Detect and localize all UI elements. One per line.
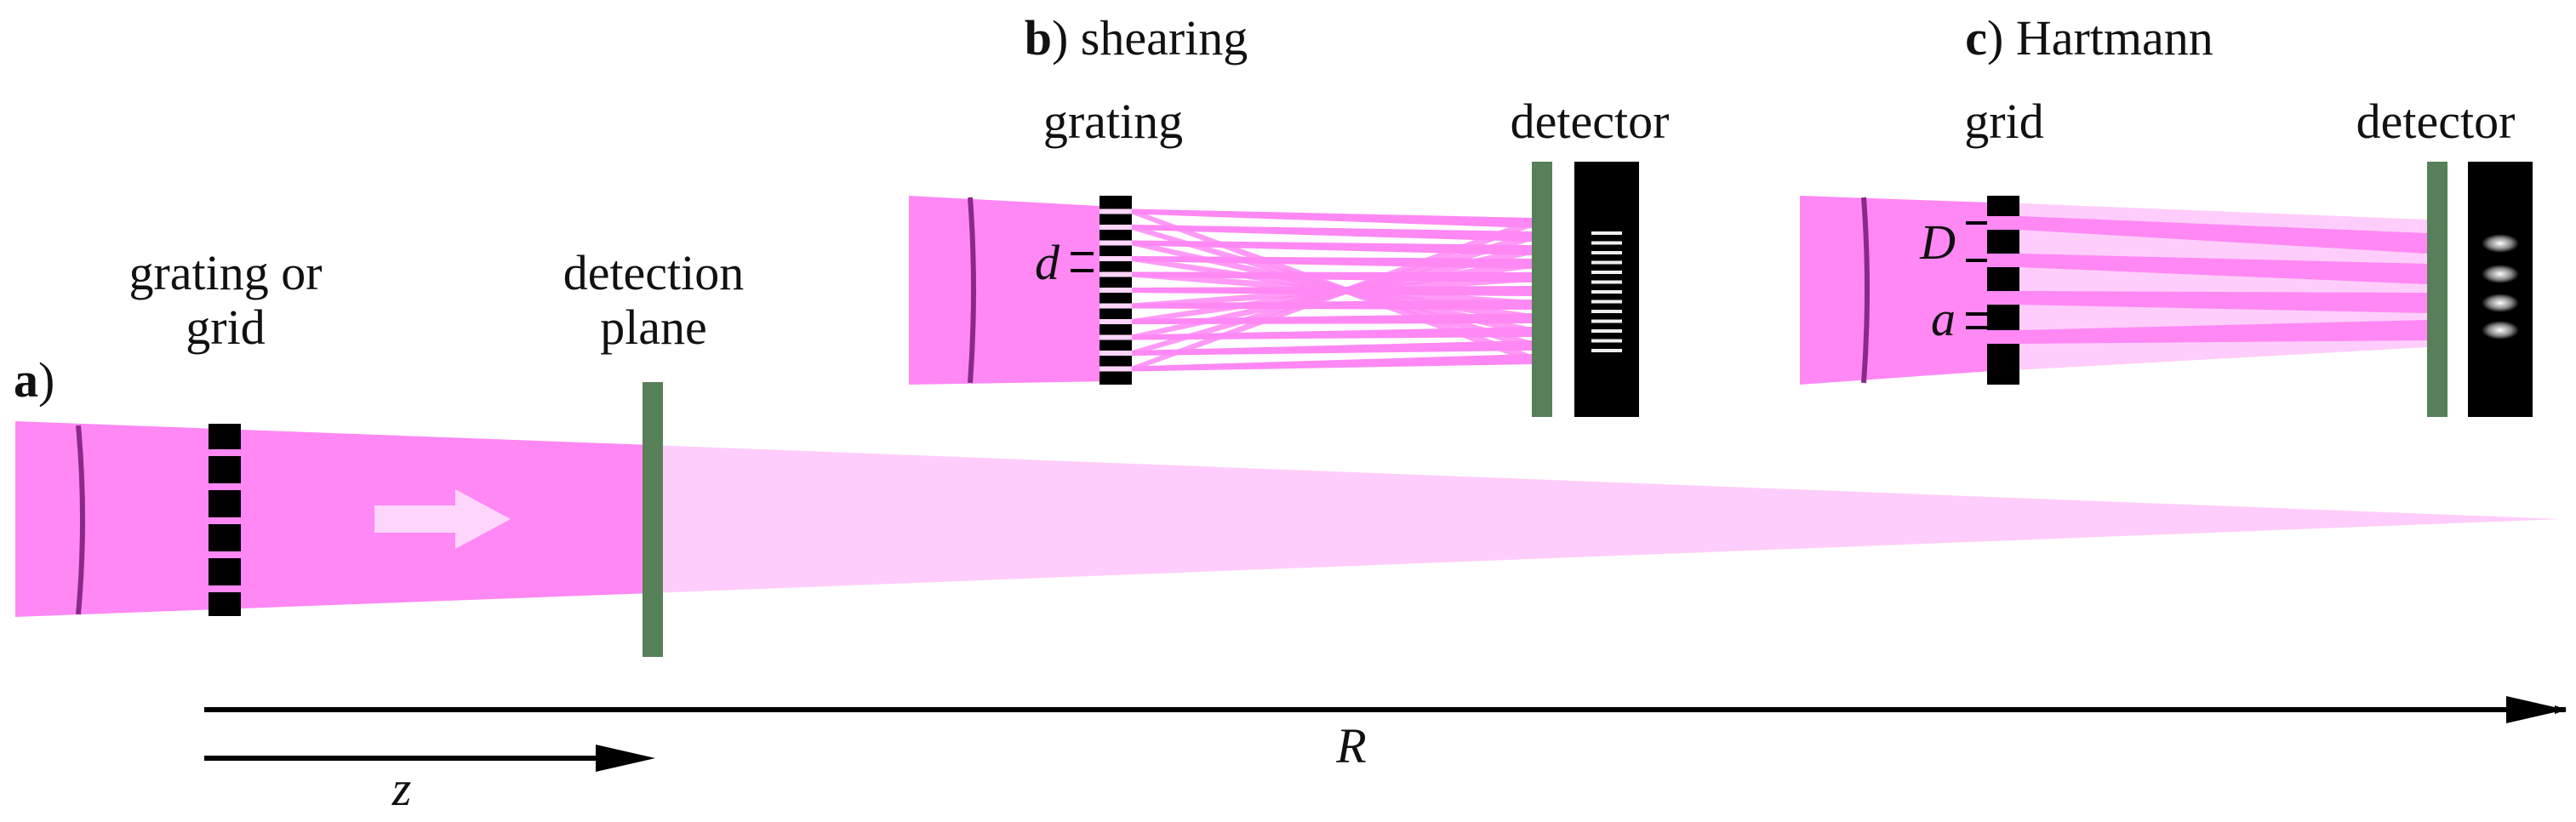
fringe-line — [1591, 251, 1622, 254]
grating-or-grid-label-1: grating or — [129, 245, 322, 300]
z-arrowhead — [596, 745, 655, 772]
diffracted-ray — [1132, 225, 1532, 242]
fringe-line — [1591, 290, 1622, 294]
detector-label-c: detector — [2356, 94, 2516, 149]
diffracted-ray — [1132, 354, 1532, 372]
detector-image-c — [2468, 162, 2533, 417]
fringe-line — [1591, 300, 1622, 304]
grating-b — [1100, 196, 1132, 385]
grating-b-slit — [1100, 208, 1132, 214]
detection-plane-label-2: plane — [600, 300, 707, 355]
detector-plate-c — [2427, 162, 2447, 417]
grid-c-hole — [1987, 291, 2019, 305]
grid-c-hole — [1987, 216, 2019, 230]
d-label: d — [1035, 235, 1060, 290]
grating-b-slit — [1100, 288, 1132, 293]
beam-c — [1800, 196, 1991, 385]
diffracted-ray — [1132, 327, 1532, 340]
beamlet — [2019, 291, 2427, 313]
grating-a-gap — [208, 483, 241, 490]
grating-b-slit — [1100, 319, 1132, 324]
focal-spot — [2482, 234, 2519, 253]
grating-b-slit — [1100, 351, 1132, 356]
fringe-line — [1591, 260, 1622, 265]
diffracted-ray — [1132, 240, 1532, 255]
focal-spot — [2482, 321, 2519, 340]
a-label: a — [1931, 291, 1956, 346]
grating-b-slit — [1100, 366, 1132, 372]
grid-label: grid — [1964, 94, 2043, 149]
beam-main — [15, 421, 651, 617]
beamlet — [2019, 216, 2427, 254]
diffracted-ray — [1132, 208, 1532, 228]
grating-b-slit — [1100, 256, 1132, 261]
detector-image-b — [1574, 162, 1639, 417]
R-arrowhead — [2506, 696, 2566, 723]
beam-b — [909, 196, 1115, 385]
diffracted-rays — [1132, 208, 1532, 372]
fringe-pattern — [1591, 231, 1622, 352]
fringe-line — [1591, 339, 1622, 343]
spot-pattern — [2482, 234, 2519, 340]
grating-label: grating — [1043, 94, 1183, 149]
focal-spot — [2482, 265, 2519, 283]
focal-spot — [2482, 294, 2519, 312]
grating-b-slit — [1100, 334, 1132, 340]
grating-or-grid-label-2: grid — [186, 300, 265, 355]
beam-far-field — [651, 445, 2562, 593]
panel-b: b) shearing grating detector d — [909, 10, 1669, 417]
fringe-line — [1591, 319, 1622, 323]
detector-label-b: detector — [1511, 94, 1670, 149]
grid-c-hole — [1987, 254, 2019, 267]
R-label: R — [1335, 718, 1366, 773]
D-label: D — [1919, 214, 1956, 270]
fringe-line — [1591, 280, 1622, 284]
panel-a-tag: a) — [14, 352, 54, 408]
panel-a: a) grating or grid detection plane R z — [14, 245, 2567, 816]
grating-a — [208, 424, 241, 616]
panel-c: c) Hartmann grid detector D a — [1800, 10, 2533, 417]
wavefront-arc-c — [1861, 197, 1870, 384]
fringe-line — [1591, 231, 1622, 235]
grid-c-hole — [1987, 330, 2019, 344]
panel-b-title: b) shearing — [1025, 10, 1248, 66]
grating-a-gap — [208, 585, 241, 592]
fringe-line — [1591, 271, 1622, 274]
detector-plate-b — [1532, 162, 1552, 417]
grating-b-slit — [1100, 303, 1132, 309]
grating-b-slit — [1100, 240, 1132, 246]
detection-plane — [643, 382, 663, 657]
beamlet — [2019, 254, 2427, 284]
fringe-line — [1591, 241, 1622, 245]
panel-c-title: c) Hartmann — [1965, 10, 2213, 66]
grating-a-gap — [208, 517, 241, 524]
diffracted-ray — [1132, 340, 1532, 356]
grid-c — [1987, 196, 2019, 385]
fringe-line — [1591, 349, 1622, 352]
diffracted-ray — [1132, 219, 1532, 372]
propagation-arrow — [374, 489, 511, 549]
detection-plane-label-1: detection — [563, 245, 745, 300]
grating-a-gap — [208, 551, 241, 558]
z-label: z — [391, 761, 412, 816]
wavefront-arc — [76, 425, 85, 615]
grating-b-slit — [1100, 225, 1132, 230]
grating-b-slit — [1100, 271, 1132, 277]
fringe-line — [1591, 329, 1622, 333]
beamlet — [2019, 320, 2427, 344]
wavefront-arc-b — [968, 197, 976, 384]
beamlets — [2019, 216, 2427, 344]
fringe-line — [1591, 310, 1622, 313]
grating-a-gap — [208, 449, 241, 456]
